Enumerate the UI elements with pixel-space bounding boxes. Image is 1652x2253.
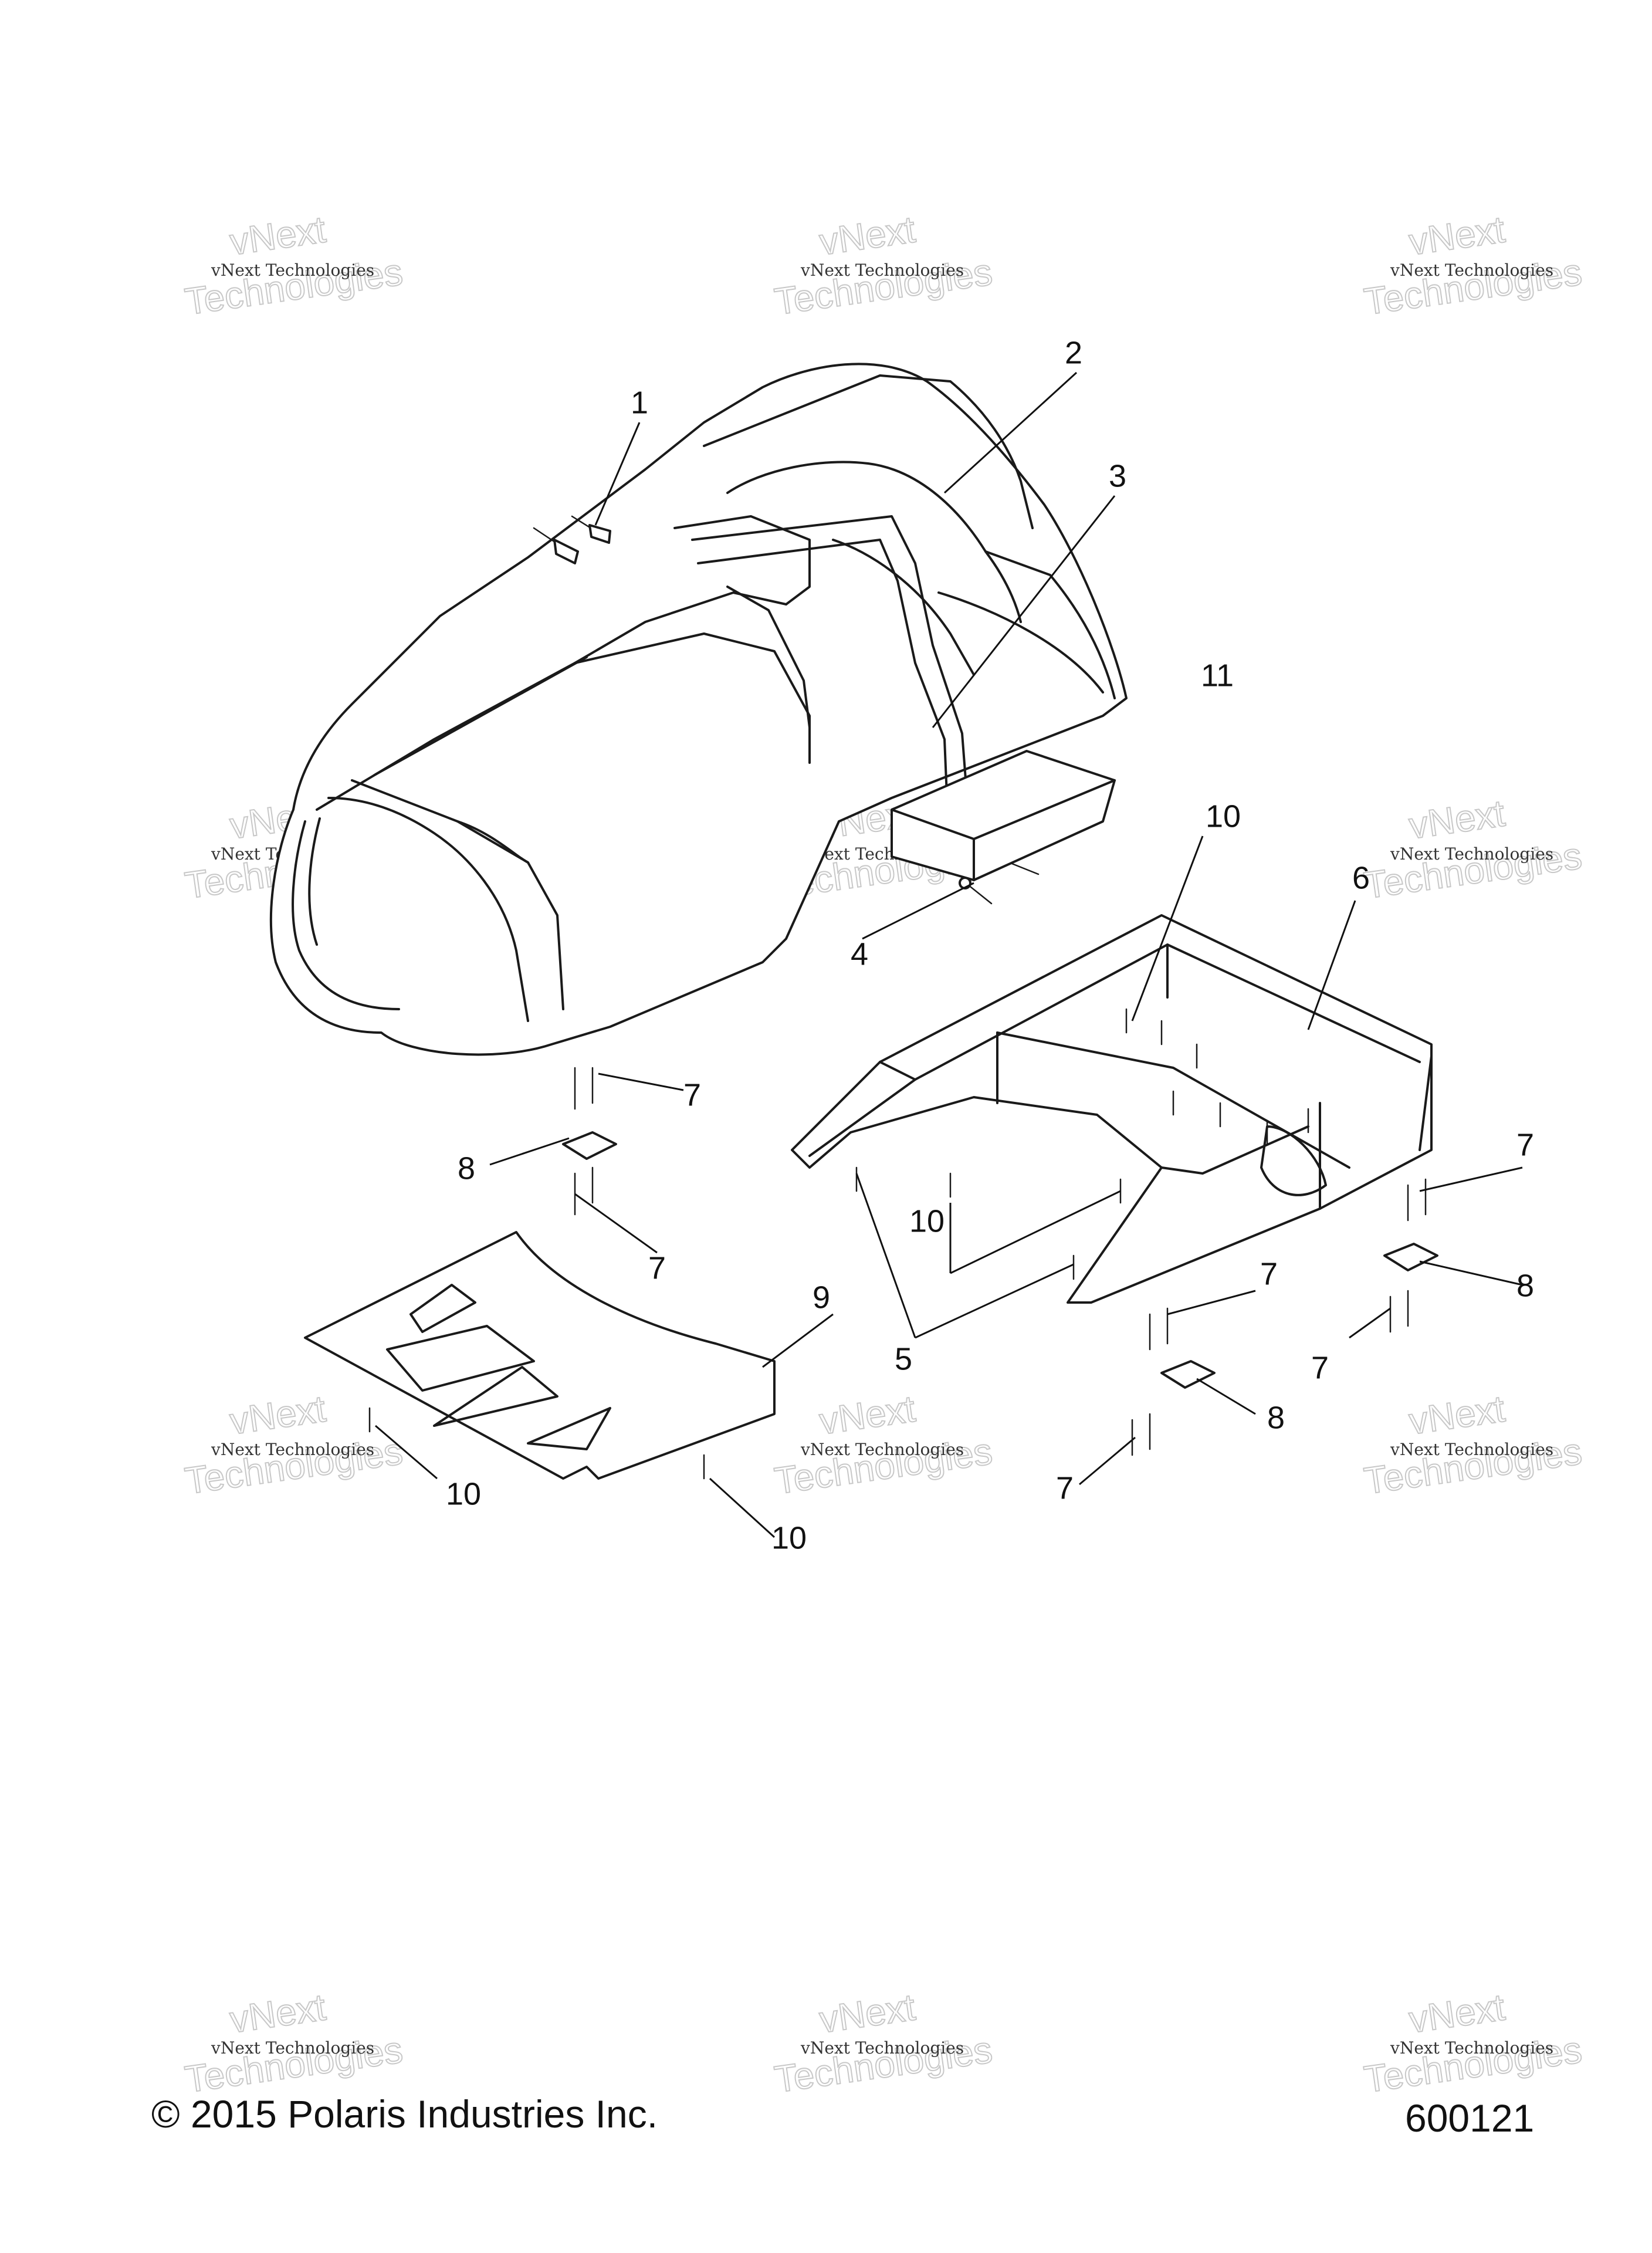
leader-lines: [375, 371, 1523, 1538]
callout-8b: 8: [1516, 1268, 1534, 1303]
callout-10d: 10: [771, 1520, 807, 1555]
bolt-part: [574, 1067, 1427, 1456]
watermark-vnext: vNext: [817, 1387, 918, 1442]
callout-4: 4: [851, 936, 868, 972]
callout-7c: 7: [1516, 1127, 1534, 1162]
callout-10b: 10: [909, 1203, 945, 1239]
copyright-text: © 2015 Polaris Industries Inc.: [151, 2092, 658, 2136]
callout-labels: 1 2 3 11 10 6 4 7 8 7 10 7 8 7 7 9 5 8 7…: [446, 335, 1534, 1555]
frame-part: [791, 914, 1433, 1304]
pad-part: [891, 750, 1116, 881]
watermark-caption: vNext Technologies: [800, 1440, 964, 1459]
callout-7d: 7: [1260, 1256, 1278, 1291]
watermark-caption: vNext Technologies: [800, 2038, 964, 2058]
callout-10a: 10: [1206, 799, 1241, 834]
watermark-vnext: vNext: [227, 1387, 328, 1442]
seat-part: [269, 363, 1128, 1056]
callout-7a: 7: [683, 1077, 701, 1112]
callout-11: 11: [1201, 658, 1234, 693]
watermark-caption: vNext Technologies: [1390, 261, 1553, 280]
watermark-caption: vNext Technologies: [211, 261, 374, 280]
watermark-vnext: vNext: [1406, 791, 1507, 847]
callout-8a: 8: [458, 1151, 475, 1186]
callout-7b: 7: [648, 1250, 666, 1286]
watermark-caption: vNext Technologies: [211, 2038, 374, 2058]
watermark-vnext: vNext: [1406, 1985, 1507, 2041]
watermark-caption: vNext Technologies: [1390, 1440, 1553, 1459]
watermark-vnext: vNext: [817, 1985, 918, 2041]
watermark-vnext: vNext: [817, 208, 918, 263]
watermark-caption: vNext Technologies: [1390, 2038, 1553, 2058]
watermark-caption: vNext Technologies: [1390, 844, 1553, 864]
callout-7f: 7: [1056, 1470, 1074, 1506]
figure-number: 600121: [1405, 2096, 1535, 2140]
callout-2: 2: [1065, 335, 1082, 370]
callout-5: 5: [895, 1341, 912, 1376]
watermark-vnext: vNext: [227, 208, 328, 263]
rivet-10-part: [368, 1008, 1309, 1480]
callout-6: 6: [1352, 860, 1370, 895]
callout-7e: 7: [1311, 1350, 1329, 1385]
callout-8c: 8: [1267, 1400, 1285, 1435]
callout-9: 9: [813, 1280, 830, 1315]
callout-1: 1: [631, 385, 648, 420]
callout-10c: 10: [446, 1476, 481, 1511]
watermark-vnext: vNext: [1406, 1387, 1507, 1442]
watermark-caption: vNext Technologies: [211, 1440, 374, 1459]
plate-part: [304, 1231, 776, 1480]
bracket-part: [562, 1131, 1438, 1389]
watermark-caption: vNext Technologies: [800, 261, 964, 280]
watermark-vnext: vNext: [227, 1985, 328, 2041]
watermark-vnext: vNext: [1406, 208, 1507, 263]
rivet-part: [533, 515, 611, 564]
callout-3: 3: [1109, 458, 1126, 493]
